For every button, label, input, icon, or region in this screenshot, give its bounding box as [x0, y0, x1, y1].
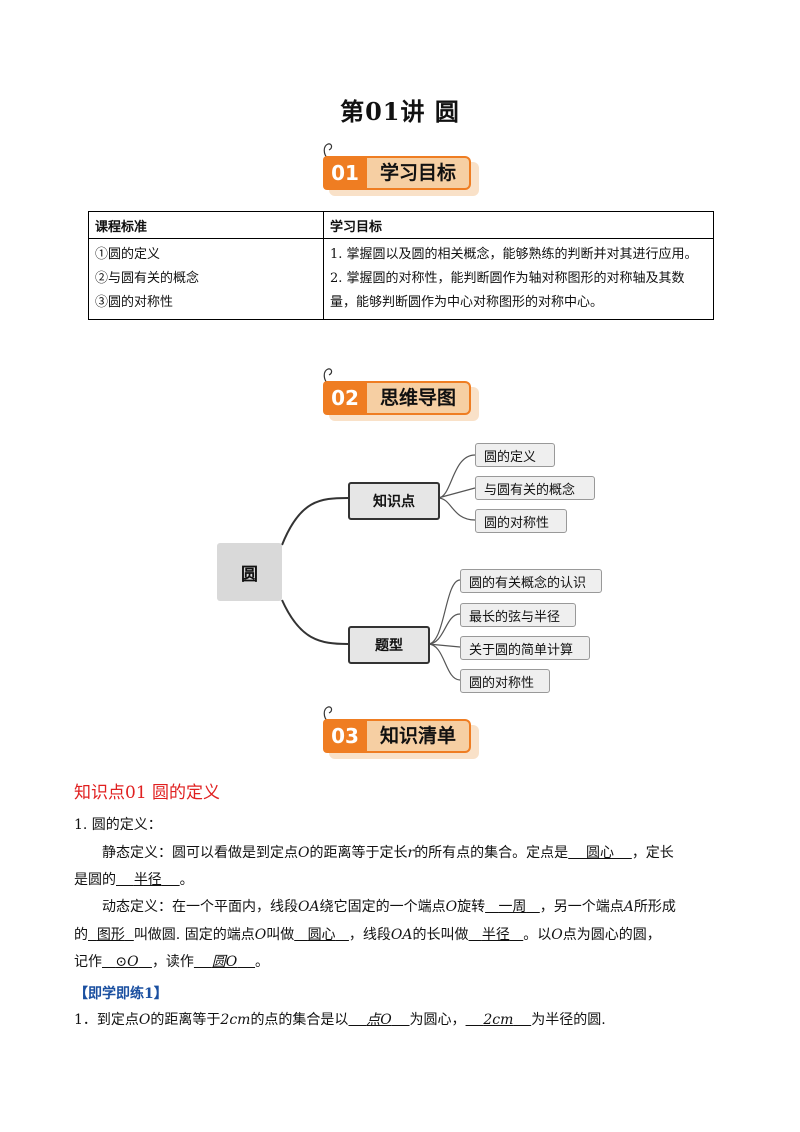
table-header-standard: 课程标准: [88, 211, 324, 239]
mindmap-leaf: 圆的定义: [475, 443, 555, 467]
definition-item-label: 1. 圆的定义：: [74, 817, 162, 833]
standard-item: ③圆的对称性: [95, 295, 174, 310]
section-banner-goals: 01 学习目标: [323, 143, 479, 196]
goal-item: 1. 掌握圆以及圆的相关概念，能够熟练的判断并对其进行应用。: [330, 247, 698, 262]
static-definition-line1: 静态定义：圆可以看做是到定点O的距离等于定长r的所有点的集合。定点是 圆心 ，定…: [102, 845, 674, 861]
standard-item: ②与圆有关的概念: [95, 271, 200, 286]
paperclip-icon: [323, 143, 333, 160]
blank-radius2: 半径: [481, 927, 510, 943]
table-header-goal: 学习目标: [323, 211, 714, 239]
static-definition-line2: 是圆的 半径 。: [74, 872, 194, 888]
mindmap-branch-types: 题型: [348, 626, 430, 664]
blank-length: 2cm: [483, 1012, 514, 1028]
blank-center2: 圆心: [307, 927, 336, 943]
dynamic-definition-line2: 的 图形 叫做圆. 固定的端点O叫做 圆心 ，线段OA的长叫做 半径 。以O点为…: [74, 927, 661, 943]
blank-point: 点O: [366, 1012, 392, 1028]
mindmap-leaf: 最长的弦与半径: [460, 603, 576, 627]
paperclip-icon: [323, 706, 333, 723]
mindmap-root: 圆: [217, 543, 282, 601]
mindmap-leaf: 关于圆的简单计算: [460, 636, 590, 660]
banner-number: 01: [323, 156, 367, 190]
notation-line: 记作 ⊙O ，读作 圆O 。: [74, 954, 270, 970]
blank-turn: 一周: [498, 899, 527, 915]
blank-radius: 半径: [133, 872, 162, 888]
page-title: 第01讲 圆: [340, 97, 460, 126]
goals-cell: 1. 掌握圆以及圆的相关概念，能够熟练的判断并对其进行应用。 2. 掌握圆的对称…: [323, 238, 714, 320]
exercise-heading: 【即学即练1】: [74, 986, 168, 1002]
section-banner-knowledge: 03 知识清单: [323, 706, 479, 759]
section-heading: 知识点01 圆的定义: [74, 783, 221, 803]
mindmap-branch-knowledge: 知识点: [348, 482, 440, 520]
mindmap-leaf: 与圆有关的概念: [475, 476, 595, 500]
paperclip-icon: [323, 368, 333, 385]
mindmap-leaf: 圆的有关概念的认识: [460, 569, 602, 593]
section-banner-mindmap: 02 思维导图: [323, 368, 479, 421]
mindmap-leaf: 圆的对称性: [460, 669, 550, 693]
blank-figure: 图形: [96, 927, 125, 943]
banner-number: 03: [323, 719, 367, 753]
dynamic-definition-line1: 动态定义：在一个平面内，线段OA绕它固定的一个端点O旋转 一周 ，另一个端点A所…: [102, 899, 676, 915]
blank-center: 圆心: [586, 845, 614, 861]
mindmap-leaf: 圆的对称性: [475, 509, 567, 533]
banner-number: 02: [323, 381, 367, 415]
blank-notation: ⊙O: [115, 954, 139, 970]
banner-label: 知识清单: [367, 719, 471, 753]
blank-read: 圆O: [211, 954, 238, 970]
banner-label: 思维导图: [367, 381, 471, 415]
goals-table: 课程标准 学习目标 ①圆的定义 ②与圆有关的概念 ③圆的对称性 1. 掌握圆以及…: [88, 211, 714, 320]
banner-label: 学习目标: [367, 156, 471, 190]
standard-item: ①圆的定义: [95, 247, 161, 262]
exercise-question: 1．到定点O的距离等于2cm的点的集合是以 点O 为圆心， 2cm 为半径的圆.: [74, 1012, 606, 1028]
goal-item: 2. 掌握圆的对称性，能判断圆作为轴对称图形的对称轴及其数量，能够判断圆作为中心…: [330, 271, 685, 310]
standards-cell: ①圆的定义 ②与圆有关的概念 ③圆的对称性: [88, 238, 324, 320]
